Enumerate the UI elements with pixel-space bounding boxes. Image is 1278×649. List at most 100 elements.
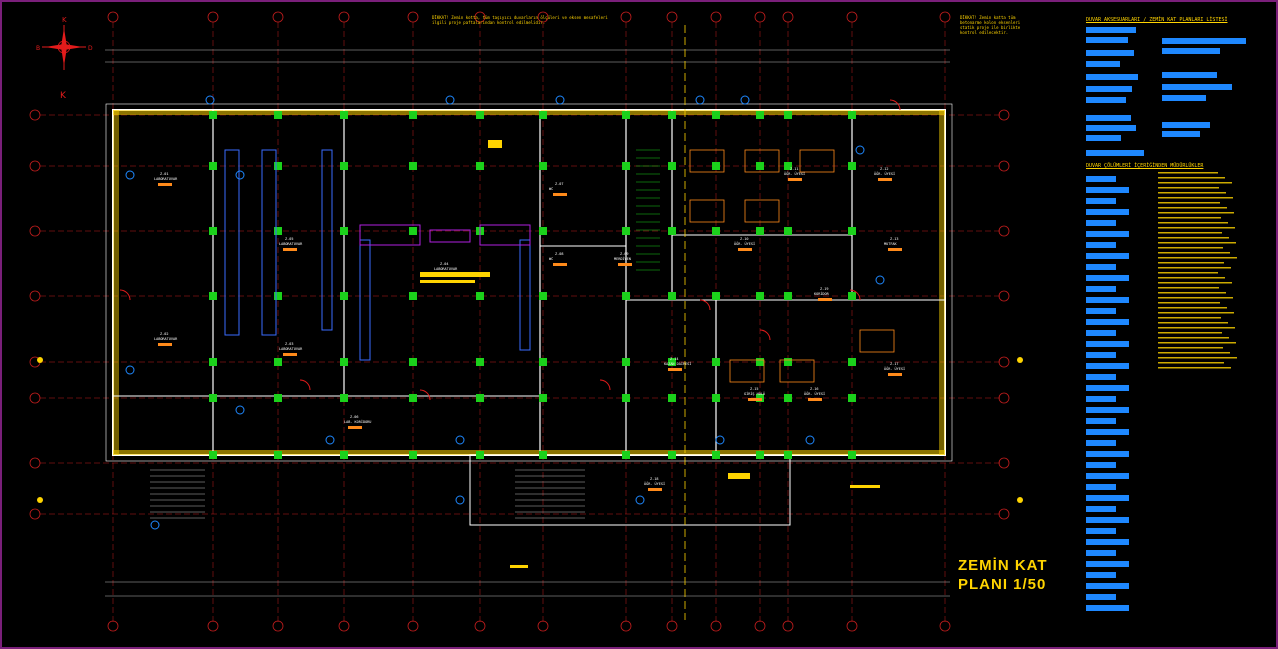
- annotation-tag-icon: [715, 435, 725, 445]
- equipment: [429, 229, 471, 243]
- legend-note-line: [1158, 257, 1237, 259]
- axis-bubble-top: [338, 11, 350, 23]
- axis-bubble-bottom: [939, 620, 951, 632]
- axis-bubble-left: [29, 457, 41, 469]
- door-swing: [889, 99, 901, 111]
- annotation-tag-icon: [205, 95, 215, 105]
- annotation-tag-icon: [125, 170, 135, 180]
- annotation-tag-icon: [455, 495, 465, 505]
- annotation-tag-icon: [695, 95, 705, 105]
- structural-column: [340, 227, 348, 235]
- yellow-marker: [488, 140, 502, 148]
- wall-hatch: [113, 110, 945, 115]
- legend-item-bar: [1086, 451, 1129, 457]
- wall-hatch: [113, 110, 119, 455]
- structural-column: [209, 292, 217, 300]
- annotation-tag-icon: [325, 435, 335, 445]
- wall-hatch: [113, 450, 945, 455]
- room-code: Z-04: [440, 262, 448, 266]
- room-name: LAB. KORİDORU: [344, 419, 371, 424]
- axis-bubble-left: [29, 225, 41, 237]
- legend-note-line: [1158, 252, 1230, 254]
- axis-bubble-bottom: [107, 620, 119, 632]
- legend-item-bar: [1086, 74, 1138, 80]
- room-area-tag: [668, 368, 682, 371]
- room-name: GİRİŞ HOLÜ: [744, 391, 765, 396]
- legend-item-bar: [1086, 385, 1129, 391]
- annotation-tag-icon: [235, 405, 245, 415]
- axis-bubble-bottom: [782, 620, 794, 632]
- legend-item-bar: [1086, 297, 1129, 303]
- axis-bubble-bottom: [272, 620, 284, 632]
- legend-item-bar: [1086, 198, 1116, 204]
- structural-column: [274, 451, 282, 459]
- legend-item-bar: [1086, 407, 1129, 413]
- structural-column: [668, 394, 676, 402]
- axis-bubble-top: [846, 11, 858, 23]
- axis-bubble-top: [474, 11, 486, 23]
- legend-item-bar: [1086, 27, 1136, 33]
- room-code: Z-08: [555, 252, 563, 256]
- lab-bench: [261, 149, 277, 336]
- structural-column: [409, 162, 417, 170]
- legend-note-line: [1158, 302, 1220, 304]
- legend-note-line: [1158, 277, 1225, 279]
- structural-column: [848, 111, 856, 119]
- legend-item-bar: [1086, 125, 1136, 131]
- legend-note-line: [1158, 187, 1219, 189]
- structural-column: [668, 451, 676, 459]
- legend-item-bar: [1086, 352, 1116, 358]
- room-name: ÖĞR. ÜYESİ: [784, 171, 805, 176]
- legend-note-line: [1158, 347, 1223, 349]
- section-marker-icon: [37, 357, 43, 363]
- structural-column: [784, 358, 792, 366]
- room-name: LABORATUVAR: [434, 267, 458, 271]
- structural-column: [274, 111, 282, 119]
- room-area-tag: [618, 263, 632, 266]
- legend-item-bar: [1162, 38, 1246, 44]
- annotation-tag-icon: [855, 145, 865, 155]
- structural-column: [622, 394, 630, 402]
- room-area-tag: [348, 426, 362, 429]
- legend-item-bar: [1086, 253, 1129, 259]
- legend-note-line: [1158, 247, 1223, 249]
- annotation-tag-icon: [235, 170, 245, 180]
- room-area-tag: [878, 178, 892, 181]
- room-name: ÖĞR. ÜYESİ: [884, 366, 905, 371]
- legend-item-bar: [1086, 150, 1144, 156]
- legend-item-bar: [1086, 572, 1116, 578]
- room-name: KAZAN DAİRESİ: [664, 361, 691, 366]
- legend-item-bar: [1086, 220, 1116, 226]
- desk: [689, 149, 725, 173]
- legend-note-line: [1158, 332, 1222, 334]
- structural-column: [668, 292, 676, 300]
- structural-column: [712, 227, 720, 235]
- exterior-wall-outline: [105, 103, 953, 462]
- structural-column: [622, 292, 630, 300]
- axis-bubble-top: [754, 11, 766, 23]
- plan-details: Z-01LABORATUVARZ-02LABORATUVARZ-03LABORA…: [37, 25, 1023, 620]
- legend-item-bar: [1086, 209, 1129, 215]
- legend-item-bar: [1086, 440, 1116, 446]
- structural-column: [712, 358, 720, 366]
- room-area-tag: [818, 298, 832, 301]
- walls: [105, 103, 953, 526]
- section-marker-icon: [37, 497, 43, 503]
- annotation-tag-icon: [150, 520, 160, 530]
- room-code: Z-13: [890, 237, 898, 241]
- structural-column: [476, 451, 484, 459]
- structural-column: [340, 451, 348, 459]
- room-name: ÖĞR. ÜYESİ: [644, 481, 665, 486]
- drawing-title-line2: PLANI 1/50: [958, 576, 1047, 593]
- legend-note-line: [1158, 232, 1222, 234]
- room-name: LABORATUVAR: [154, 337, 178, 341]
- room-area-tag: [648, 488, 662, 491]
- structural-column: [476, 292, 484, 300]
- legend-note-line: [1158, 322, 1228, 324]
- structural-column: [409, 227, 417, 235]
- room-code: Z-07: [555, 182, 563, 186]
- legend-note-line: [1158, 202, 1220, 204]
- room-code: Z-17: [890, 362, 898, 366]
- annotation-tag-icon: [740, 95, 750, 105]
- annotation-tag-icon: [805, 435, 815, 445]
